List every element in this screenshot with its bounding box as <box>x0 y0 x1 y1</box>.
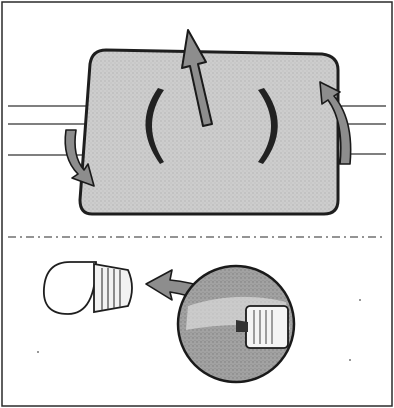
dust-marks <box>37 299 361 361</box>
rotation-bracket-right <box>258 88 278 164</box>
bulb-socket <box>176 264 296 384</box>
lift-arrow-icon <box>181 29 213 127</box>
rotation-bracket-left <box>145 88 164 164</box>
panel-bulb-removal <box>37 261 361 384</box>
panel-cover-removal <box>8 29 386 216</box>
bulb-icon <box>43 261 133 315</box>
rotate-arrow-right-icon <box>319 81 352 165</box>
rotate-arrow-left-icon <box>64 129 95 187</box>
lamp-cover <box>78 48 340 216</box>
